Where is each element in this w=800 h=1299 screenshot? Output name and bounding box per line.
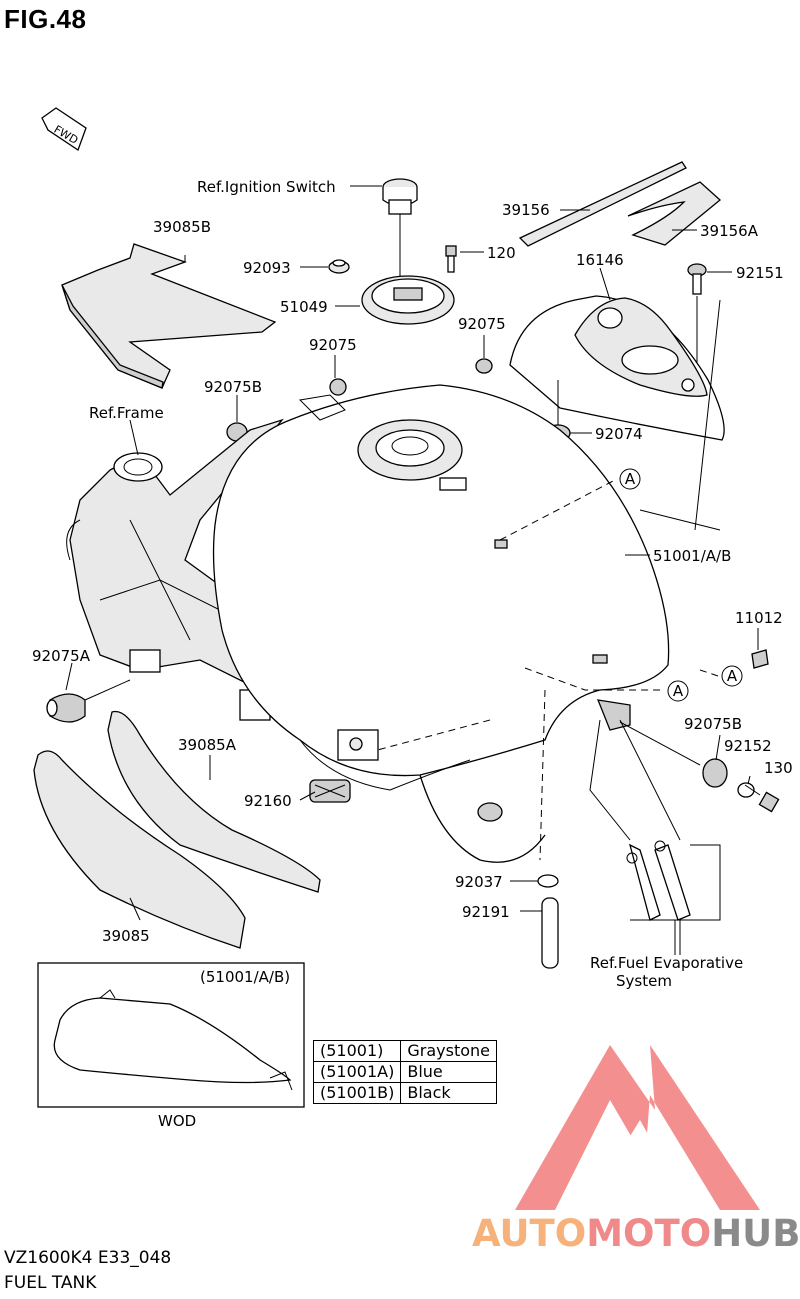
label-92160: 92160 [244,792,292,810]
pad-39085A [107,710,321,893]
label-92075A: 92075A [32,647,91,665]
label-92075-left: 92075 [309,336,357,354]
label-11012 [751,649,769,669]
label-51049: 51049 [280,298,328,316]
leader-lines [65,185,759,955]
label-ref-fuel-evap-2: System [616,972,672,990]
label-92075-right: 92075 [458,315,506,333]
watermark-text: AUTOMOTOHUB [472,1212,800,1255]
label-92191: 92191 [462,903,510,921]
label-120: 120 [487,244,516,262]
label-39085B: 39085B [153,218,211,236]
cushion-92075B-bottom [702,758,728,788]
cap-51049 [361,275,455,325]
grommet-92093 [328,259,350,274]
wod-caption: WOD [158,1112,196,1130]
color-name: Blue [400,1061,497,1083]
watermark-auto: AUTO [472,1212,587,1255]
table-row: (51001) Graystone [312,1040,497,1062]
watermark-hub: HUB [711,1212,800,1255]
model-code: VZ1600K4 E33_048 [4,1248,172,1268]
wod-header: (51001/A/B) [200,968,290,986]
bolt-120 [445,245,457,273]
label-11012: 11012 [735,609,783,627]
watermark-moto: MOTO [586,1212,712,1255]
label-92152: 92152 [724,737,772,755]
strip-39156 [518,161,687,247]
color-code: (51001B) [312,1082,402,1104]
grommet-92075-right [475,358,493,374]
label-39156A: 39156A [700,222,759,240]
label-39156: 39156 [502,201,550,219]
watermark-logo [515,1045,760,1210]
label-39085A: 39085A [178,736,237,754]
label-51001-A-B: 51001/A/B [653,547,731,565]
ref-circle-a-2: A [721,665,743,687]
fuel-tank-51001 [212,384,670,863]
label-92074: 92074 [595,425,643,443]
label-92151: 92151 [736,264,784,282]
color-code: (51001A) [312,1061,402,1083]
assembly-name: FUEL TANK [4,1273,97,1293]
label-92075B-top: 92075B [204,378,262,396]
fwd-arrow-icon: FWD [41,107,87,151]
color-name: Graystone [400,1040,497,1062]
figure-title: FIG.48 [4,4,87,34]
color-name: Black [400,1082,497,1104]
label-39085: 39085 [102,927,150,945]
wod-inset-box: (51001/A/B) [37,962,305,1108]
ignition-switch-part [382,178,418,282]
fuel-evap-hoses [589,719,721,955]
plate-39156A [627,181,721,246]
svg-text:A: A [727,667,738,685]
label-92037: 92037 [455,873,503,891]
label-92093: 92093 [243,259,291,277]
grommet-92075-left [329,378,347,396]
color-code: (51001) [312,1040,402,1062]
pad-39085 [33,750,246,949]
hose-92191 [541,897,559,969]
label-ref-frame: Ref.Frame [89,404,164,422]
label-130: 130 [764,759,793,777]
pad-39085B [61,243,277,389]
ref-circle-a-1: A [619,468,641,490]
table-row: (51001A) Blue [312,1061,497,1083]
label-ref-fuel-evap-1: Ref.Fuel Evaporative [590,954,743,972]
label-ref-ignition-switch: Ref.Ignition Switch [197,178,336,196]
bolt-130 [744,784,780,813]
ref-circle-a-3: A [667,680,689,702]
cushion-92075A [46,693,86,723]
bracket-92160 [309,729,379,803]
collar-92152 [737,782,755,798]
clip-92037 [537,874,559,888]
color-table: (51001) Graystone (51001A) Blue (51001B)… [312,1040,497,1104]
table-row: (51001B) Black [312,1082,497,1104]
svg-text:A: A [625,470,636,488]
dash-panel-16146 [509,295,725,441]
label-16146: 16146 [576,251,624,269]
label-92075B-bottom: 92075B [684,715,742,733]
svg-text:A: A [673,682,684,700]
